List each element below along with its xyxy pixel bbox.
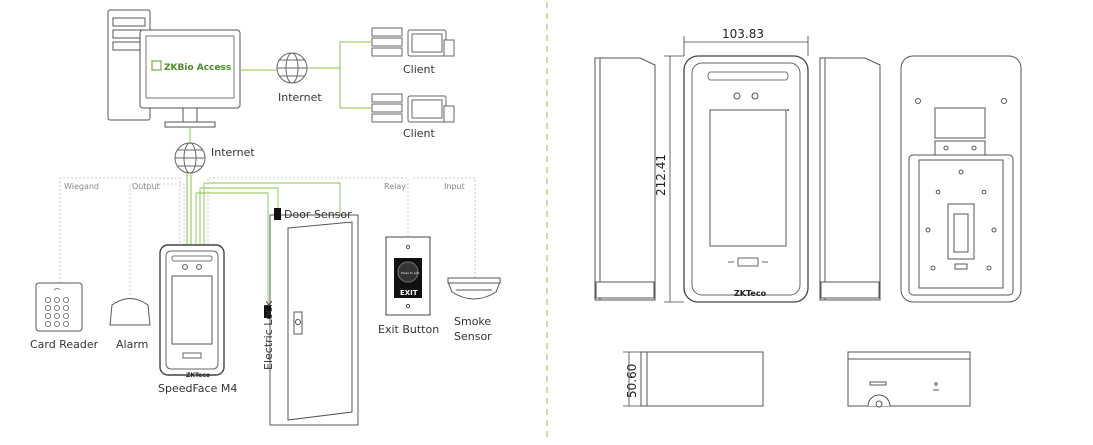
door-sensor-marker <box>274 208 281 220</box>
electric-lock-label: Electric Lock <box>262 300 275 370</box>
height-dimension-line <box>664 55 684 303</box>
internet-globe-icon <box>276 52 308 84</box>
top-view <box>640 351 764 407</box>
smoke-label-line2: Sensor <box>454 330 492 343</box>
client-label-1: Client <box>403 63 436 76</box>
software-brand: ZKBio Access <box>164 63 231 73</box>
wiegand-label: Wiegand <box>64 182 99 191</box>
client-label-2: Client <box>403 127 436 140</box>
terminal-brand: ZKTeco <box>186 372 210 379</box>
card-reader-label: Card Reader <box>30 338 99 351</box>
monitor: ZKBio Access IVS <box>139 29 241 128</box>
wiring-dashed <box>59 177 476 295</box>
card-reader <box>35 282 83 332</box>
wiring-green <box>195 182 341 310</box>
software-suffix: IVS <box>220 65 230 72</box>
depth-dimension: 50.60 <box>625 364 639 398</box>
height-dimension: 212.41 <box>654 154 668 196</box>
front-view <box>683 55 809 303</box>
bottom-view <box>847 351 971 408</box>
door <box>269 214 359 426</box>
exit-button-text: EXIT <box>400 289 418 297</box>
relay-label: Relay <box>384 182 406 191</box>
client-computer-2 <box>371 93 455 123</box>
zkbio-logo-icon <box>151 60 162 71</box>
back-view <box>900 55 1022 303</box>
smoke-label-line1: Smoke <box>454 315 491 328</box>
internet-label-top: Internet <box>278 91 322 104</box>
exit-button-small-text: Press to exit <box>401 271 420 275</box>
width-dimension: 103.83 <box>722 27 764 41</box>
internet-globe-icon-2 <box>174 142 206 174</box>
client-computer-1 <box>371 27 455 57</box>
alarm-label: Alarm <box>116 338 148 351</box>
alarm-icon <box>109 298 151 326</box>
output-label: Output <box>132 182 160 191</box>
side-view-left <box>594 57 656 301</box>
exit-button-label: Exit Button <box>378 323 439 336</box>
speedface-terminal <box>159 244 225 376</box>
smoke-sensor <box>447 277 501 300</box>
network-lines <box>186 41 372 245</box>
input-label: Input <box>444 182 465 191</box>
side-view-right <box>819 57 881 301</box>
door-sensor-label: Door Sensor <box>284 208 352 221</box>
exit-button-device <box>385 236 431 316</box>
electric-lock-marker <box>264 306 271 318</box>
terminal-label: SpeedFace M4 <box>158 382 237 395</box>
internet-label-mid: Internet <box>211 146 255 159</box>
depth-dimension-line <box>623 351 641 407</box>
width-dimension-line <box>683 36 809 56</box>
front-brand: ZKTeco <box>734 289 767 298</box>
